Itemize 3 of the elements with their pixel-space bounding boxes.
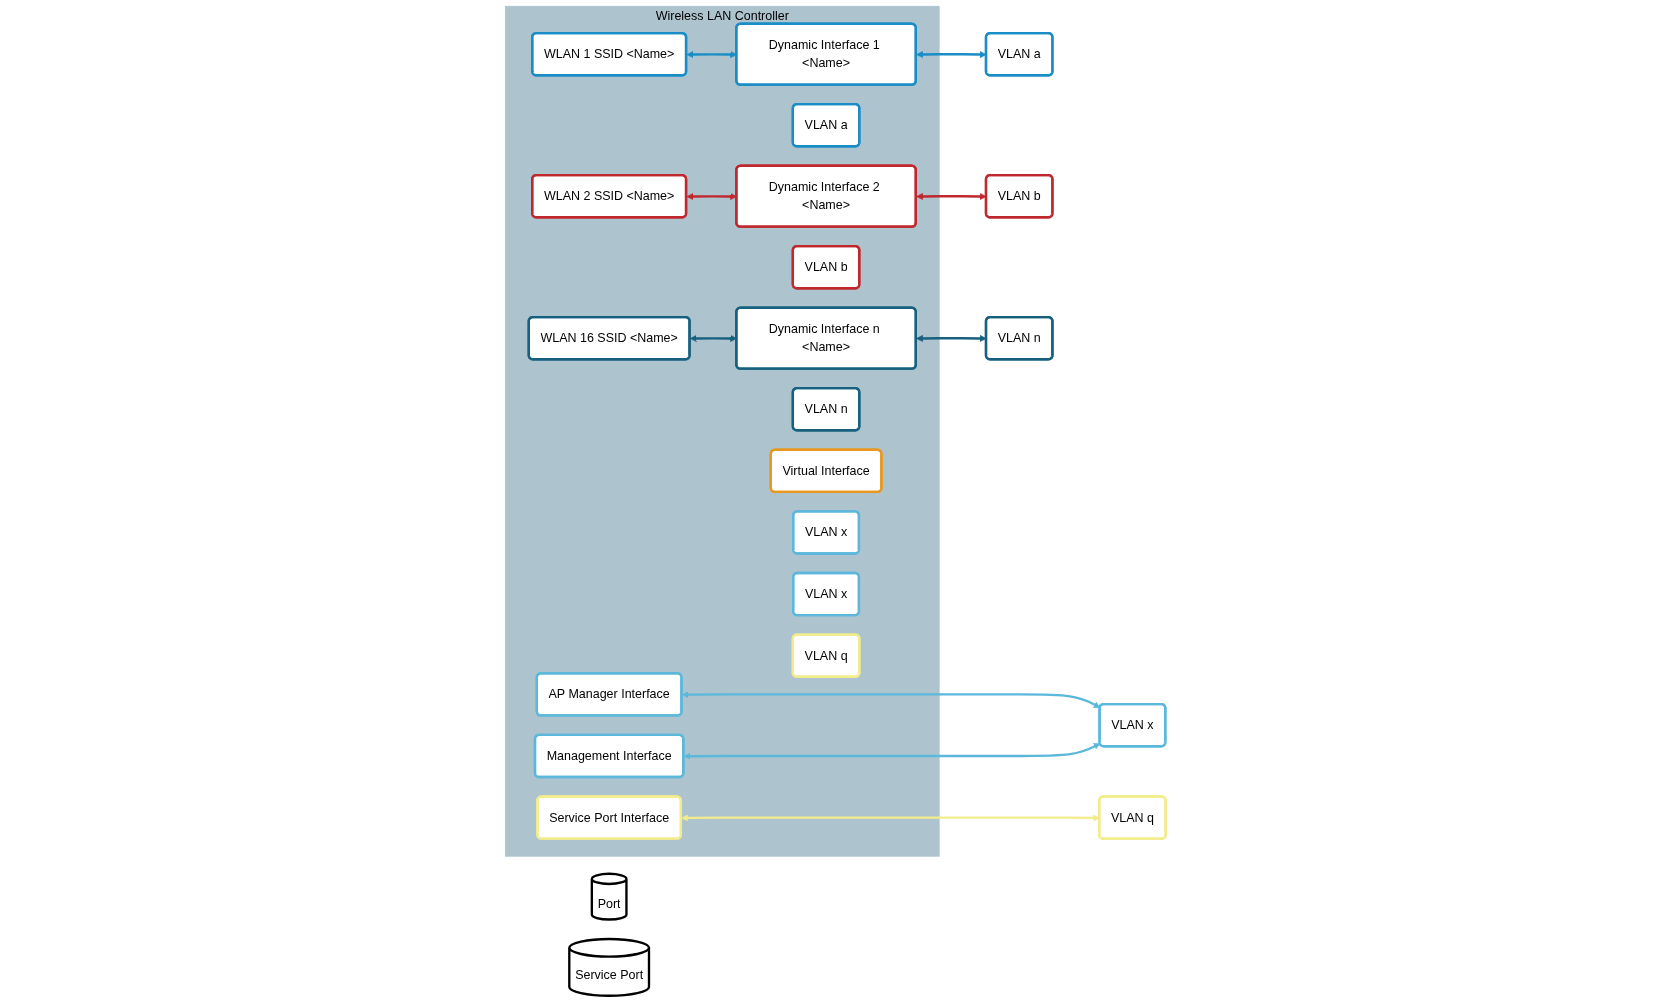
arrow bbox=[681, 691, 1101, 708]
arrow bbox=[681, 814, 1100, 822]
arrow bbox=[683, 743, 1101, 760]
